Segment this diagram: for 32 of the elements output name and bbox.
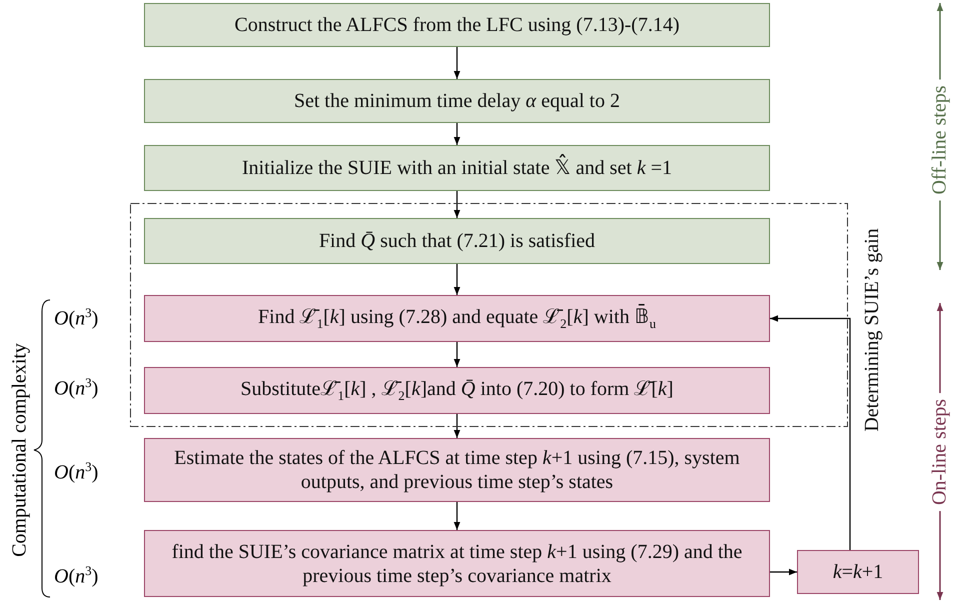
step-text: Find Q̄ such that (7.21) is satisfied <box>318 229 596 253</box>
step-text: Initialize the SUIE with an initial state 𝕏̂̂ and set k =1 <box>242 156 672 180</box>
step-text: find the SUIE’s covariance matrix at time step k+1 using (7.29) and the previous time step’s covariance matrix <box>170 540 744 588</box>
process-box <box>144 79 770 123</box>
arrow <box>454 264 460 295</box>
step-text: Set the minimum time delay α equal to 2 <box>294 89 620 113</box>
step-text: Substituteℒ̄$_{1}$[k] , ℒ̄$_{2}$[k]and Q̄ into (7.20) to form ℒ̄[k] <box>240 377 674 404</box>
complexity-label: O(n$^{3}$) <box>54 305 98 331</box>
arrow <box>454 502 460 530</box>
complexity-label: O(n$^{3}$) <box>54 375 98 401</box>
process-box <box>144 530 770 597</box>
step-text: Construct the ALFCS from the LFC using (7.13)-(7.14) <box>234 13 680 37</box>
arrow <box>454 123 460 145</box>
step-text: Estimate the states of the ALFCS at time step k+1 using (7.15), system outputs, and previous time step’s states <box>173 446 741 494</box>
arrow <box>454 191 460 218</box>
arrow <box>770 568 797 576</box>
process-box <box>144 367 770 414</box>
step-text: Find ℒ̄$_{1}$[k] using (7.28) and equate ℒ̄$_{2}$[k] with 𝔹̄$_{u}$ <box>258 305 656 332</box>
arrow <box>770 315 851 550</box>
process-box <box>144 438 770 502</box>
arrow <box>454 47 460 79</box>
process-box <box>797 550 919 594</box>
process-box <box>144 295 770 342</box>
process-box <box>144 145 770 191</box>
arrow <box>454 342 460 367</box>
arrow <box>454 414 460 438</box>
complexity-label: O(n$^{3}$) <box>54 563 98 589</box>
complexity-label: O(n$^{3}$) <box>54 459 98 485</box>
step-text: k=k+1 <box>832 560 884 584</box>
process-box <box>144 218 770 264</box>
process-box <box>144 3 770 47</box>
axis-label: Computational complexity <box>8 341 32 559</box>
